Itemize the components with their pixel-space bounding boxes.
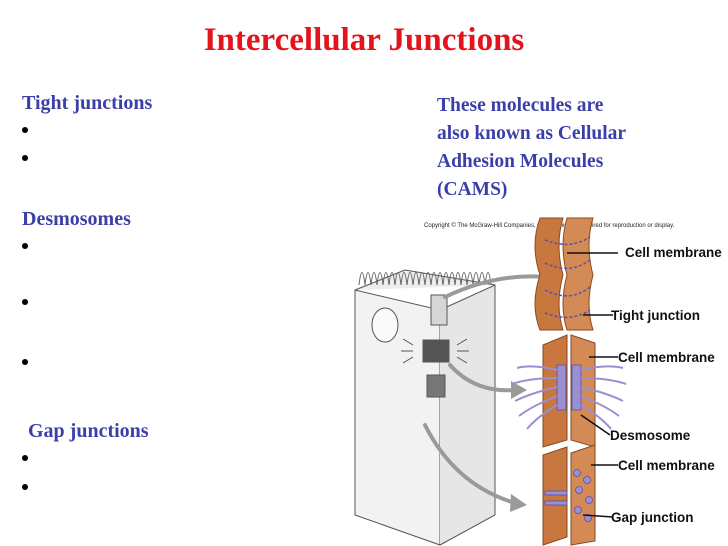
slide-title: Intercellular Junctions — [203, 22, 525, 58]
bullet — [22, 484, 28, 490]
label-leader-lines — [567, 252, 618, 518]
junction-illustration — [354, 217, 627, 546]
bullet — [22, 455, 28, 461]
label-desmosome: Desmosome — [610, 428, 691, 443]
tight-junction-membranes — [534, 217, 594, 331]
label-cell-membrane: Cell membrane — [618, 458, 715, 473]
desmosome-membranes — [511, 334, 627, 448]
label-gap-junction: Gap junction — [611, 510, 694, 525]
heading-gap-junctions: Gap junctions — [28, 420, 149, 442]
heading-tight-junctions: Tight junctions — [22, 92, 153, 114]
bullet — [22, 359, 28, 365]
cams-note-line: These molecules are — [437, 95, 604, 116]
label-cell-membrane: Cell membrane — [625, 245, 722, 260]
bullet — [22, 155, 28, 161]
pointer-arrows — [423, 274, 547, 505]
cams-note-line: (CAMS) — [437, 179, 508, 200]
label-tight-junction: Tight junction — [611, 308, 700, 323]
cams-note-line: also known as Cellular — [437, 123, 627, 144]
heading-desmosomes: Desmosomes — [22, 208, 131, 230]
bullet — [22, 243, 28, 249]
label-cell-membrane: Cell membrane — [618, 350, 715, 365]
cams-note: These molecules are also known as Cellul… — [437, 92, 727, 204]
bullet — [22, 127, 28, 133]
bullet — [22, 299, 28, 305]
epithelial-cell-drawing — [354, 269, 496, 546]
cams-note-line: Adhesion Molecules — [437, 151, 604, 172]
gap-junction-membranes — [542, 444, 596, 546]
